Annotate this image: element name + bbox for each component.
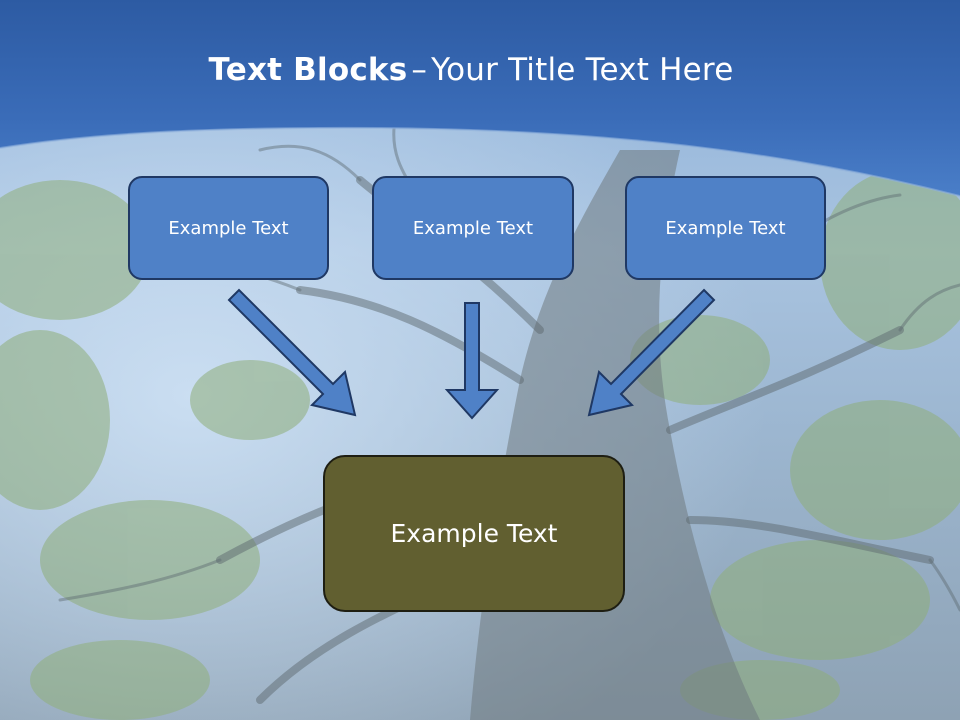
text-block-3-label: Example Text [665, 217, 786, 239]
arrow-down-center [444, 302, 500, 420]
text-block-3[interactable]: Example Text [625, 176, 826, 280]
text-block-2[interactable]: Example Text [372, 176, 574, 280]
text-block-2-label: Example Text [412, 217, 534, 239]
arrow-left-diagonal [227, 288, 357, 417]
title-dash: – [411, 52, 428, 88]
title-text-part: Your Title Text Here [431, 52, 734, 88]
center-text-block[interactable]: Example Text [323, 455, 625, 612]
center-text-block-label: Example Text [390, 519, 558, 548]
text-block-1[interactable]: Example Text [128, 176, 329, 280]
arrow-right-diagonal [587, 288, 716, 417]
title-bold-part: Text Blocks [208, 52, 408, 88]
header-band [0, 0, 960, 197]
text-block-1-label: Example Text [168, 217, 289, 239]
slide-title: Text Blocks–Your Title Text Here [0, 52, 942, 88]
